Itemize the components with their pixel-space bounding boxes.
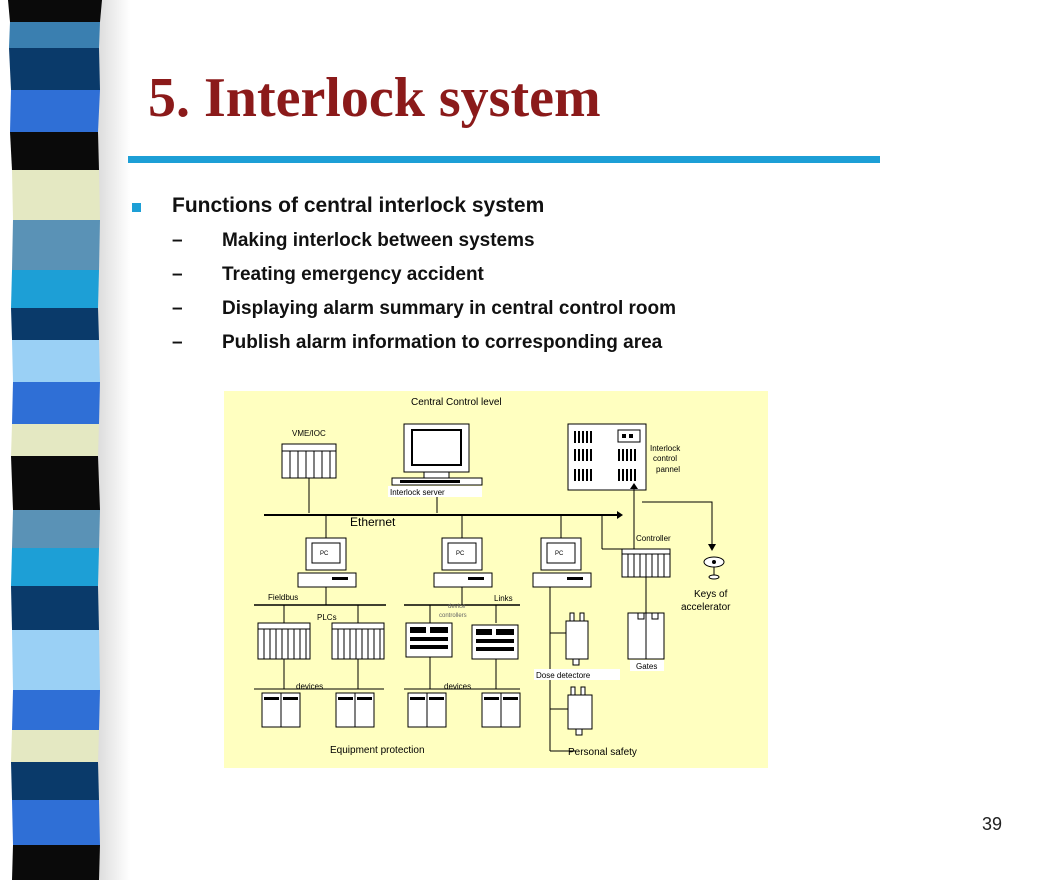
interlock-panel-label-line1: Interlock <box>650 444 681 453</box>
central-control-level-label: Central Control level <box>411 397 502 408</box>
pc-label: PC <box>320 551 329 557</box>
links-label: Links <box>494 594 513 603</box>
sub-item: – Making interlock between systems <box>172 230 535 252</box>
device-controller-icon <box>405 622 453 658</box>
bullet-text: Functions of central interlock system <box>172 194 545 217</box>
interlock-server-label-box <box>388 486 482 497</box>
sub-item-text: Making interlock between systems <box>222 230 535 251</box>
interlock-server-workstation-icon <box>391 423 483 486</box>
device-controllers-label-line1: device <box>448 604 466 610</box>
equipment-protection-label: Equipment protection <box>330 745 425 756</box>
plc-crate-icon <box>257 622 311 660</box>
sub-item-text: Treating emergency accident <box>222 264 484 285</box>
keys-label-line2: accelerator <box>681 602 731 613</box>
sub-item: – Publish alarm information to correspond… <box>172 332 662 354</box>
devices-label: devices <box>444 682 471 691</box>
personal-safety-label: Personal safety <box>568 747 637 758</box>
interlock-server-label: Interlock server <box>390 488 445 497</box>
interlock-panel-label-line2: control <box>653 454 677 463</box>
pc-workstation-icon <box>532 537 592 588</box>
devices-label: devices <box>296 682 323 691</box>
decorative-side-strip <box>8 0 130 880</box>
plcs-label: PLCs <box>317 613 337 622</box>
dose-detectors-label-box <box>534 669 620 680</box>
dash-marker: – <box>172 230 183 251</box>
dash-marker: – <box>172 298 183 319</box>
device-icon <box>481 692 521 728</box>
gates-label: Gates <box>636 662 657 671</box>
device-icon <box>407 692 447 728</box>
controller-crate-icon <box>621 548 671 578</box>
slide-title: 5. Interlock system <box>148 67 601 129</box>
pc-label: PC <box>456 551 465 557</box>
device-icon <box>261 692 301 728</box>
bullet-item: Functions of central interlock system <box>132 194 544 218</box>
plc-crate-icon <box>331 622 385 660</box>
ethernet-arrow <box>617 511 623 519</box>
pc-label: PC <box>555 551 564 557</box>
interlock-system-diagram: Central Control level VME/IOC Interlock … <box>224 391 768 768</box>
pc-workstation-icon <box>297 537 357 588</box>
square-bullet-icon <box>132 203 141 212</box>
sub-item: – Displaying alarm summary in central con… <box>172 298 676 320</box>
sub-item-text: Displaying alarm summary in central cont… <box>222 298 677 319</box>
interlock-control-panel-icon <box>567 423 647 491</box>
dose-detector-icon <box>567 686 593 736</box>
accelerator-key-icon <box>703 556 725 580</box>
dose-detectors-label: Dose detectore <box>536 671 591 680</box>
page-number: 39 <box>982 814 1003 834</box>
dose-detector-icon <box>565 612 589 666</box>
gate-icon <box>627 612 665 660</box>
keys-label-line1: Keys of <box>694 589 728 600</box>
device-controller-icon <box>471 624 519 660</box>
sub-item: – Treating emergency accident <box>172 264 484 286</box>
ethernet-label: Ethernet <box>350 515 396 529</box>
vme-ioc-label: VME/IOC <box>292 429 326 438</box>
fieldbus-label: Fieldbus <box>268 593 298 602</box>
gates-label-box <box>630 660 664 671</box>
interlock-panel-label-line3: pannel <box>656 465 680 474</box>
dash-marker: – <box>172 264 183 285</box>
sub-item-text: Publish alarm information to correspondi… <box>222 332 663 353</box>
dash-marker: – <box>172 332 183 353</box>
title-underline <box>128 156 880 163</box>
device-controllers-label-line2: controllers <box>439 613 467 619</box>
vme-ioc-crate-icon <box>281 443 337 479</box>
controller-label: Controller <box>636 534 671 543</box>
device-icon <box>335 692 375 728</box>
pc-workstation-icon <box>433 537 493 588</box>
